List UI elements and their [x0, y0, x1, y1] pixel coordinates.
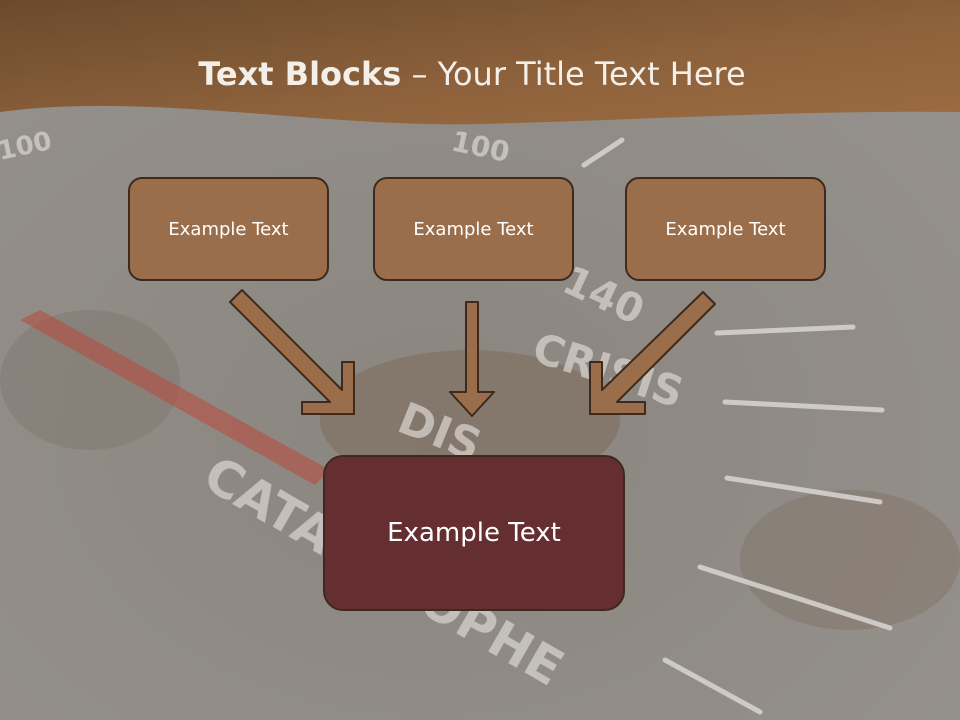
main-text-block[interactable]: Example Text	[323, 455, 625, 611]
text-block-1[interactable]: Example Text	[128, 177, 329, 281]
title-rest: Your Title Text Here	[437, 55, 746, 93]
slide-title: Text Blocks – Your Title Text Here	[0, 52, 944, 96]
text-block-3[interactable]: Example Text	[625, 177, 826, 281]
main-text-block-label: Example Text	[387, 518, 561, 548]
title-bold: Text Blocks	[198, 55, 402, 93]
text-block-3-label: Example Text	[665, 218, 786, 240]
text-block-2[interactable]: Example Text	[373, 177, 574, 281]
title-dash: –	[401, 55, 438, 93]
text-block-2-label: Example Text	[413, 218, 534, 240]
text-block-1-label: Example Text	[168, 218, 289, 240]
